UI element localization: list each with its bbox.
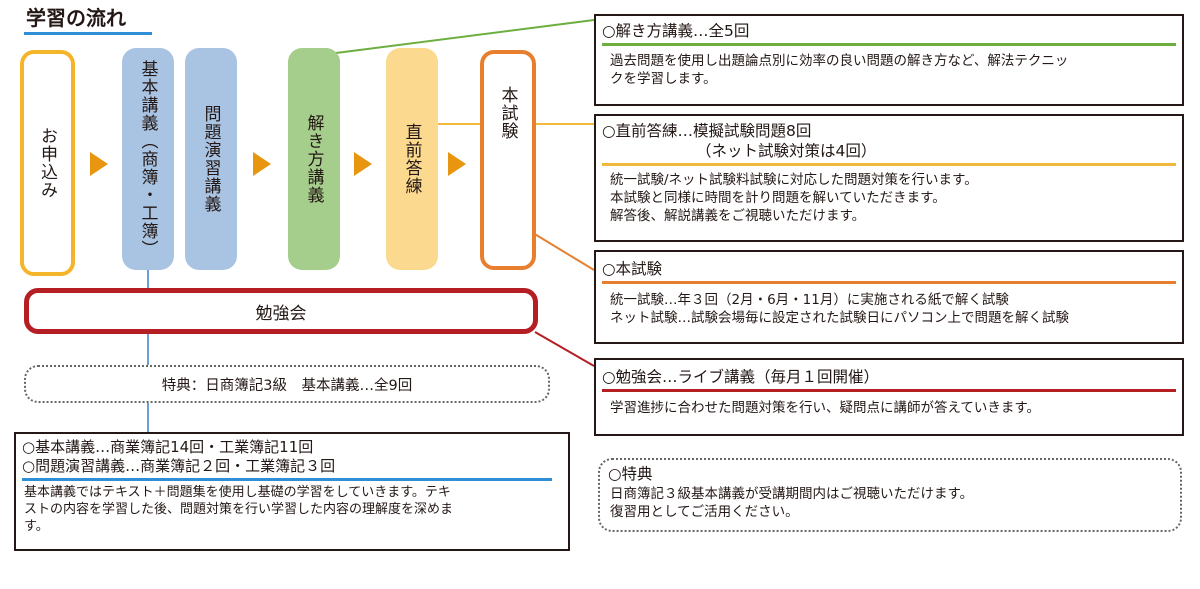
arrow-icon (354, 152, 372, 176)
connector-honshiken (532, 232, 595, 271)
step-exercise-lecture-label: 問題演習講義 (200, 105, 221, 213)
panel-tokuten-body: 日商簿記３級基本講義が受講期間内はご視聴いただけます。 復習用としてご活用くださ… (610, 486, 974, 520)
arrow-icon (90, 152, 108, 176)
panel-benkyokai-title: ○勉強会…ライブ講義（毎月１回開催） (602, 368, 880, 386)
tokuten-banner: 特典：日商簿記3級 基本講義…全9回 (24, 365, 550, 403)
panel-tokuten: ○特典 日商簿記３級基本講義が受講期間内はご視聴いただけます。 復習用としてご活… (598, 458, 1182, 532)
panel-underline (602, 43, 1176, 46)
panel-tokikata-title: ○解き方講義…全5回 (602, 22, 750, 40)
step-chokuzen-toren: 直前答練 (386, 48, 438, 270)
step-chokuzen-toren-label: 直前答練 (401, 123, 422, 195)
arrow-icon (253, 152, 271, 176)
basic-lecture-panel-title-1: ○基本講義…商業簿記14回・工業簿記11回 (22, 438, 314, 456)
panel-chokuzen-subtitle: （ネット試験対策は4回） (696, 142, 877, 160)
study-group-label: 勉強会 (255, 303, 307, 324)
connector-benkyokai (534, 331, 595, 367)
panel-tokuten-title: ○特典 (608, 465, 653, 483)
tokuten-banner-text: 特典：日商簿記3級 基本講義…全9回 (161, 377, 413, 394)
panel-underline (602, 163, 1176, 166)
panel-honshiken: ○本試験 統一試験…年３回（2月・6月・11月）に実施される紙で解く試験 ネット… (594, 250, 1184, 344)
step-tokikata-lecture: 解き方講義 (288, 48, 340, 270)
panel-underline (602, 389, 1176, 392)
basic-lecture-panel: ○基本講義…商業簿記14回・工業簿記11回 ○問題演習講義…商業簿記２回・工業簿… (14, 432, 570, 551)
panel-benkyokai: ○勉強会…ライブ講義（毎月１回開催） 学習進捗に合わせた問題対策を行い、疑問点に… (594, 358, 1184, 436)
connector-tokikata (335, 19, 595, 54)
panel-chokuzen-title: ○直前答練…模擬試験問題8回 (602, 122, 812, 140)
step-exercise-lecture: 問題演習講義 (185, 48, 237, 270)
panel-tokikata: ○解き方講義…全5回 過去問題を使用し出題論点別に効率の良い問題の解き方など、解… (594, 14, 1184, 106)
panel-honshiken-title: ○本試験 (602, 260, 663, 278)
basic-lecture-panel-body: 基本講義ではテキスト＋問題集を使用し基礎の学習をしていきます。テキ ストの内容を… (24, 485, 454, 534)
panel-chokuzen-body: 統一試験/ネット試験料試験に対応した問題対策を行います。 本試験と同様に時間を計… (610, 172, 978, 224)
arrow-icon (448, 152, 466, 176)
panel-honshiken-body: 統一試験…年３回（2月・6月・11月）に実施される紙で解く試験 ネット試験…試験… (610, 292, 1069, 326)
step-basic-lecture-label: 基本講義（商簿・工簿） (137, 60, 158, 258)
page-title: 学習の流れ (26, 6, 126, 30)
step-tokikata-lecture-label: 解き方講義 (303, 114, 324, 204)
panel-underline (602, 281, 1176, 284)
panel-benkyokai-body: 学習進捗に合わせた問題対策を行い、疑問点に講師が答えていきます。 (610, 400, 1040, 416)
step-basic-lecture: 基本講義（商簿・工簿） (122, 48, 174, 270)
title-underline (24, 32, 152, 35)
study-group-bar: 勉強会 (24, 288, 538, 334)
step-application-label: お申込み (37, 127, 57, 199)
panel-underline (22, 478, 552, 481)
step-application: お申込み (20, 50, 75, 276)
step-honshiken-label: 本試験 (497, 86, 518, 140)
panel-tokikata-body: 過去問題を使用し出題論点別に効率の良い問題の解き方など、解法テクニッ クを学習し… (610, 53, 1069, 87)
panel-chokuzen: ○直前答練…模擬試験問題8回 （ネット試験対策は4回） 統一試験/ネット試験料試… (594, 114, 1184, 242)
basic-lecture-panel-title-2: ○問題演習講義…商業簿記２回・工業簿記３回 (22, 457, 336, 475)
step-honshiken: 本試験 (480, 50, 536, 270)
